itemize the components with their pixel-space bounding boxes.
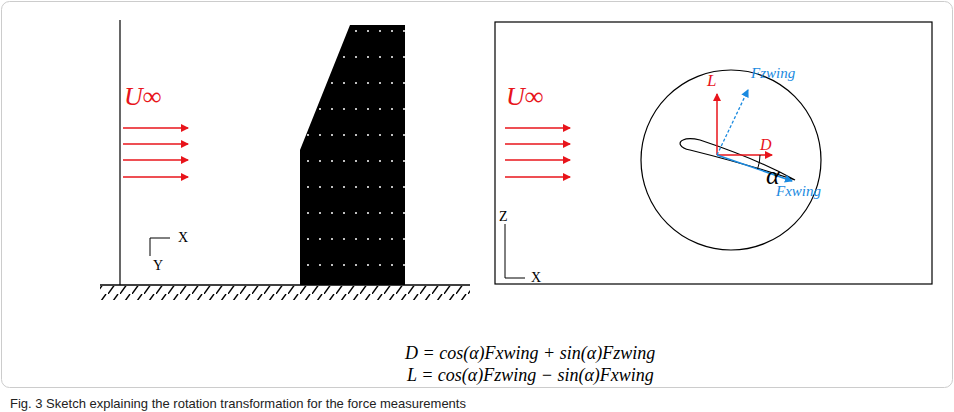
ground-line bbox=[100, 284, 470, 286]
ground-hatching bbox=[100, 286, 470, 300]
flow-arrows bbox=[123, 128, 188, 177]
axis-corner bbox=[150, 238, 170, 256]
side-panel bbox=[495, 22, 932, 284]
axis-label: Y bbox=[153, 259, 163, 273]
figure-frame bbox=[2, 2, 953, 388]
lift-arrow bbox=[716, 94, 718, 155]
flow-speed-label: U∞ bbox=[124, 84, 161, 110]
force-label: D bbox=[760, 137, 772, 153]
axis-label: X bbox=[531, 271, 541, 285]
force-label: Fzwing bbox=[751, 66, 795, 81]
wall-line bbox=[119, 20, 120, 285]
axis-label: X bbox=[178, 231, 188, 245]
axis-corner bbox=[505, 224, 525, 278]
figure-caption: Fig. 3 Sketch explaining the rotation tr… bbox=[10, 396, 466, 411]
equation: L = cos(α)Fzwing − sin(α)Fxwing bbox=[407, 366, 654, 384]
wing-dots bbox=[300, 25, 405, 285]
flow-arrows bbox=[505, 128, 570, 177]
axis-label: Z bbox=[499, 210, 508, 224]
force-label: L bbox=[707, 72, 716, 89]
drag-arrow bbox=[717, 154, 772, 156]
turntable-circle bbox=[641, 70, 821, 250]
equation: D = cos(α)Fxwing + sin(α)Fzwing bbox=[405, 344, 655, 362]
wing-planform bbox=[300, 25, 405, 285]
fz-arrow bbox=[717, 90, 748, 155]
flow-speed-label: U∞ bbox=[506, 84, 543, 110]
force-label: Fxwing bbox=[776, 184, 821, 199]
fx-arrow bbox=[717, 155, 792, 181]
angle-arc bbox=[758, 155, 760, 169]
